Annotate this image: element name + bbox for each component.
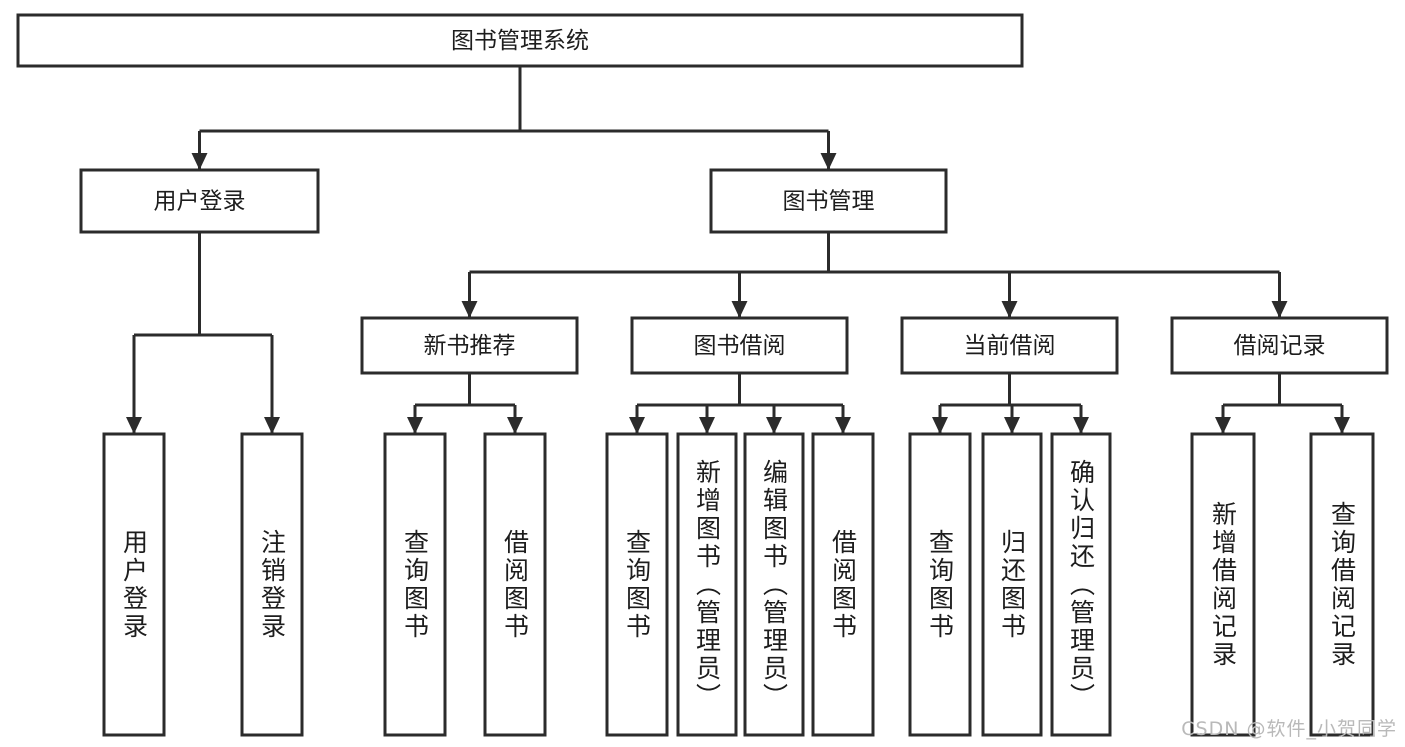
edge-group-user-login: [126, 232, 280, 434]
node-label-root: 图书管理系统: [451, 28, 589, 54]
arrow-head-icon: [1073, 417, 1089, 434]
edge-group-root: [191, 66, 837, 170]
edge-group-book-borrow: [629, 373, 851, 434]
arrow-head-icon: [731, 301, 748, 318]
watermark-text: CSDN @软件_小贺同学: [1181, 718, 1397, 740]
node-box-new-book-recommend[interactable]: [360, 316, 579, 375]
node-label-book-manage: 图书管理: [783, 189, 875, 215]
node-box-leaf-edit-book[interactable]: [743, 432, 805, 737]
node-box-leaf-add-book[interactable]: [676, 432, 738, 737]
node-box-leaf-borrow-book-2[interactable]: [811, 432, 875, 737]
node-box-leaf-query-book-2[interactable]: [605, 432, 669, 737]
node-box-leaf-query-record[interactable]: [1309, 432, 1375, 737]
node-label-user-login: 用户登录: [154, 189, 246, 215]
node-box-leaf-confirm-return[interactable]: [1050, 432, 1112, 737]
arrow-head-icon: [1334, 417, 1350, 434]
arrow-head-icon: [820, 153, 837, 170]
node-box-leaf-return-book[interactable]: [981, 432, 1043, 737]
node-box-leaf-user-login[interactable]: [102, 432, 166, 737]
node-box-book-manage[interactable]: [709, 168, 948, 234]
node-box-leaf-logout[interactable]: [240, 432, 304, 737]
edge-group-borrow-record: [1215, 373, 1350, 434]
node-box-leaf-query-book-1[interactable]: [383, 432, 447, 737]
arrow-head-icon: [461, 301, 478, 318]
arrow-head-icon: [507, 417, 523, 434]
node-box-leaf-add-record[interactable]: [1190, 432, 1256, 737]
arrow-head-icon: [766, 417, 782, 434]
node-label-new-book-recommend: 新书推荐: [424, 333, 516, 359]
edge-group-current-borrow: [932, 373, 1089, 434]
node-label-borrow-record: 借阅记录: [1234, 333, 1326, 359]
node-label-current-borrow: 当前借阅: [964, 333, 1056, 359]
arrow-head-icon: [932, 417, 948, 434]
arrow-head-icon: [1215, 417, 1231, 434]
arrow-head-icon: [126, 417, 142, 434]
arrow-head-icon: [1004, 417, 1020, 434]
arrow-head-icon: [835, 417, 851, 434]
arrow-head-icon: [1001, 301, 1018, 318]
node-box-root[interactable]: [16, 13, 1024, 68]
node-box-borrow-record[interactable]: [1170, 316, 1389, 375]
arrow-head-icon: [1271, 301, 1288, 318]
node-box-current-borrow[interactable]: [900, 316, 1119, 375]
node-label-book-borrow: 图书借阅: [694, 333, 786, 359]
connector-layer: [126, 66, 1350, 434]
edge-group-new-book-recommend: [407, 373, 523, 434]
node-box-layer: [16, 13, 1389, 737]
arrow-head-icon: [407, 417, 423, 434]
arrow-head-icon: [264, 417, 280, 434]
node-box-leaf-borrow-book-1[interactable]: [483, 432, 547, 737]
node-box-user-login[interactable]: [79, 168, 320, 234]
node-box-leaf-query-book-3[interactable]: [908, 432, 972, 737]
edge-group-book-manage: [461, 232, 1288, 318]
node-box-book-borrow[interactable]: [630, 316, 849, 375]
arrow-head-icon: [191, 153, 208, 170]
arrow-head-icon: [699, 417, 715, 434]
arrow-head-icon: [629, 417, 645, 434]
